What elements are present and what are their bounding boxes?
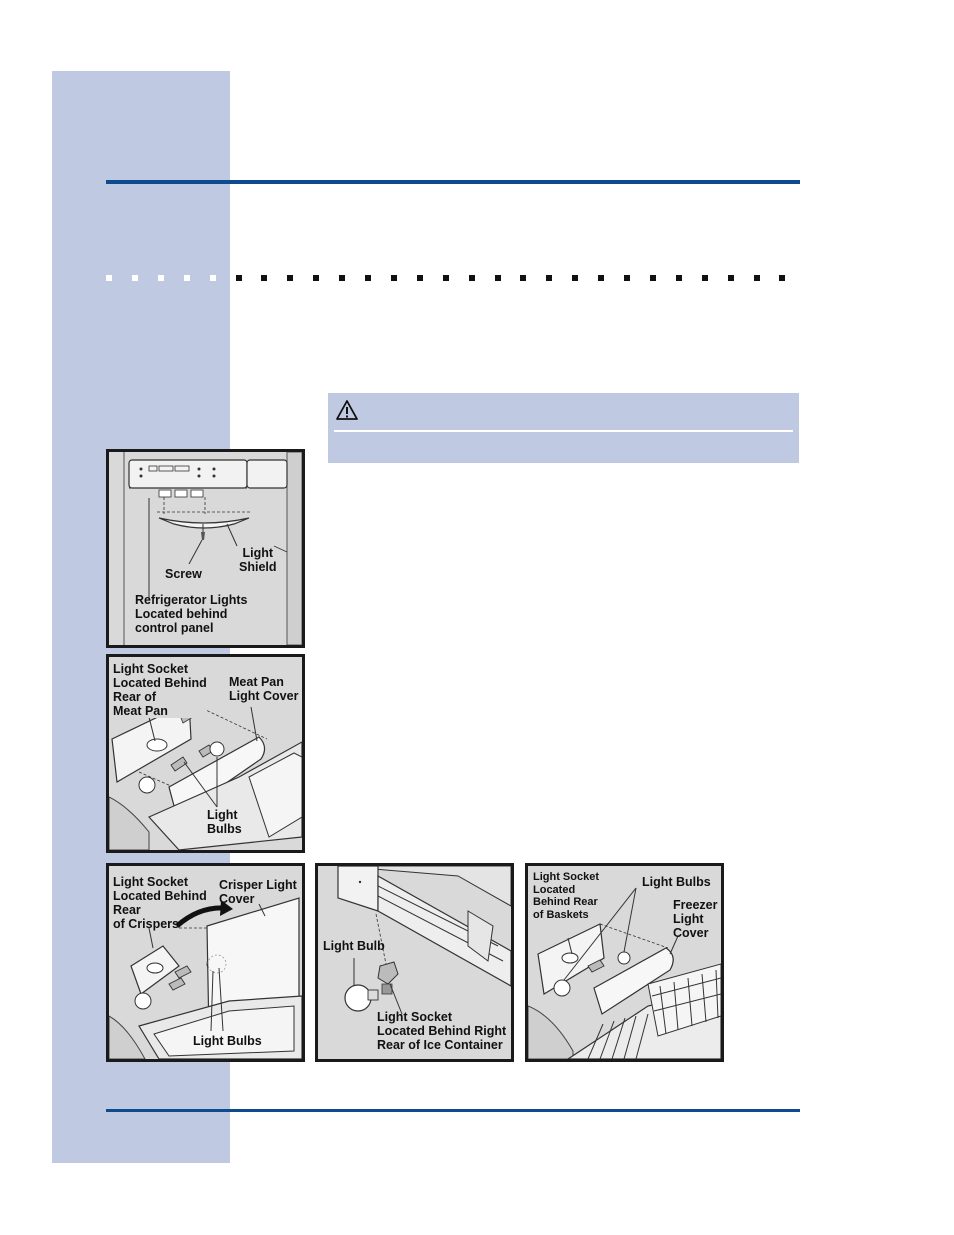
divider-dot — [313, 275, 320, 281]
label-meat-pan-cover: Meat Pan Light Cover — [229, 675, 299, 703]
divider-dot — [157, 275, 164, 281]
divider-dot — [209, 275, 216, 281]
divider-dot — [131, 275, 138, 281]
figure-freezer: Light Socket Located Behind Rear of Bask… — [525, 863, 724, 1062]
divider-dot — [727, 275, 734, 281]
label-screw: Screw — [165, 567, 202, 581]
divider-dot — [390, 275, 397, 281]
crisper-illustration — [109, 866, 302, 1059]
label-ice-container-socket: Light Socket Located Behind Right Rear o… — [377, 1010, 507, 1052]
divider-dot — [261, 275, 268, 281]
divider-dot — [753, 275, 760, 281]
divider-dot — [442, 275, 449, 281]
divider-dot — [416, 275, 423, 281]
divider-dot — [339, 275, 346, 281]
divider-dot — [649, 275, 656, 281]
divider-dot — [494, 275, 501, 281]
label-crisper-bulbs: Light Bulbs — [193, 1034, 262, 1048]
figure-crisper: Light Socket Located Behind Rear of Cris… — [106, 863, 305, 1062]
warning-triangle-icon — [336, 400, 358, 420]
label-refrigerator-lights-caption: Refrigerator Lights Located behind contr… — [135, 593, 248, 635]
divider-dot — [183, 275, 190, 281]
label-crisper-cover: Crisper Light Cover — [219, 878, 297, 906]
dotted-divider — [106, 275, 806, 283]
label-meat-pan-bulbs: Light Bulbs — [207, 808, 242, 836]
freezer-illustration — [528, 866, 721, 1059]
ice-container-illustration — [318, 866, 511, 1059]
divider-dot — [365, 275, 371, 281]
figure-ice-container: Light Bulb Light Socket Located Behind R… — [315, 863, 514, 1062]
label-freezer-cover: Freezer Light Cover — [673, 898, 718, 940]
divider-dot — [520, 275, 527, 281]
label-meat-pan-socket: Light Socket Located Behind Rear of Meat… — [113, 662, 207, 718]
divider-dot — [598, 275, 605, 281]
warning-box — [328, 393, 799, 463]
divider-dot — [572, 275, 579, 281]
label-ice-container-bulb: Light Bulb — [323, 939, 385, 953]
label-light-shield: Light Shield — [239, 546, 277, 574]
header-rule — [106, 180, 800, 184]
divider-dot — [287, 275, 294, 281]
label-freezer-socket: Light Socket Located Behind Rear of Bask… — [533, 871, 600, 921]
divider-dot — [235, 275, 242, 281]
divider-dot — [106, 275, 112, 281]
divider-dot — [701, 275, 708, 281]
divider-dot — [779, 275, 786, 281]
footer-rule — [106, 1109, 800, 1112]
divider-dot — [468, 275, 475, 281]
figure-refrigerator-lights: Light Shield Screw Refrigerator Lights L… — [106, 449, 305, 648]
figure-meat-pan: Light Socket Located Behind Rear of Meat… — [106, 654, 305, 853]
warning-divider — [334, 430, 793, 432]
label-freezer-bulbs: Light Bulbs — [642, 875, 711, 889]
divider-dot — [624, 275, 630, 281]
refrigerator-lights-illustration — [109, 452, 302, 645]
divider-dot — [675, 275, 682, 281]
label-crisper-socket: Light Socket Located Behind Rear of Cris… — [113, 875, 207, 931]
divider-dot — [546, 275, 553, 281]
